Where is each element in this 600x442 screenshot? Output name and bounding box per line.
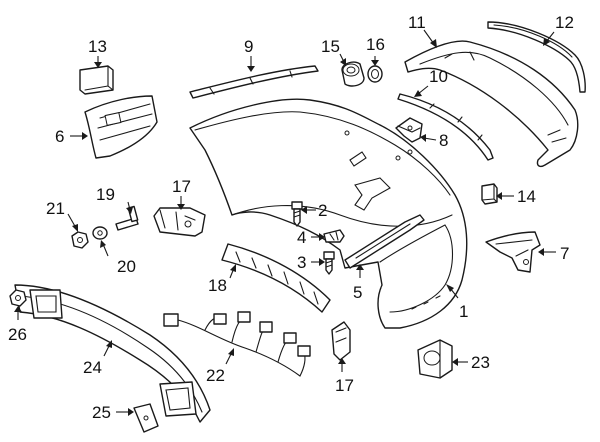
- part-4-clip: [323, 229, 345, 243]
- part-11-rear-diffuser: [404, 40, 579, 168]
- callout-layer: 1 2 3 4 5 6 7 8 9 10: [8, 13, 574, 422]
- callout-3: 3: [297, 253, 306, 272]
- part-17-left-bracket: [153, 207, 206, 237]
- callout-2: 2: [318, 201, 327, 220]
- part-6-panel: [84, 95, 158, 159]
- callout-26: 26: [8, 325, 27, 344]
- callout-1: 1: [459, 302, 468, 321]
- part-1-bumper-cover: [189, 98, 468, 329]
- callout-19: 19: [96, 185, 115, 204]
- part-20-washer: [92, 226, 108, 240]
- part-23-sensor-housing: [417, 339, 453, 379]
- part-9-upper-molding: [189, 65, 319, 99]
- callout-10: 10: [429, 67, 448, 86]
- part-10-chrome-trim-strip: [397, 93, 494, 161]
- callout-11: 11: [408, 13, 426, 32]
- part-2-screw: [291, 201, 303, 227]
- part-19-stud-bolt: [115, 205, 139, 231]
- callout-6: 6: [55, 127, 64, 146]
- callout-12: 12: [555, 13, 574, 32]
- callout-9: 9: [244, 37, 253, 56]
- part-17-lower-bracket: [331, 321, 351, 361]
- part-8-mounting-bracket: [395, 117, 423, 143]
- callout-4: 4: [297, 228, 306, 247]
- part-15-parking-sensor: [341, 61, 365, 87]
- part-5-guide-rail: [344, 214, 425, 269]
- callout-14: 14: [517, 187, 536, 206]
- callout-8: 8: [439, 131, 448, 150]
- part-7-side-bracket: [485, 231, 541, 273]
- callout-25: 25: [92, 403, 111, 422]
- part-21-nut: [71, 231, 89, 249]
- part-14-block: [481, 183, 498, 205]
- part-22-wiring-harness: [163, 311, 311, 377]
- callout-24: 24: [83, 358, 102, 377]
- callout-18: 18: [208, 276, 227, 295]
- callout-7: 7: [560, 244, 569, 263]
- callout-22: 22: [206, 366, 225, 385]
- callout-17-upper: 17: [172, 177, 191, 196]
- callout-13: 13: [88, 37, 107, 56]
- part-3-screw: [323, 251, 335, 275]
- part-26-nut: [9, 289, 27, 307]
- part-13-cover-cap: [79, 65, 114, 95]
- callout-21: 21: [46, 199, 65, 218]
- part-16-sensor-ring: [367, 65, 383, 83]
- callout-16: 16: [366, 35, 385, 54]
- callout-17-lower: 17: [335, 376, 354, 395]
- callout-23: 23: [471, 353, 490, 372]
- part-12-upper-trim-strip: [487, 21, 586, 93]
- part-24-reinforcement-bar: [14, 284, 211, 423]
- part-25-plate: [133, 403, 159, 433]
- callout-15: 15: [321, 37, 340, 56]
- callout-20: 20: [117, 257, 136, 276]
- callout-5: 5: [353, 283, 362, 302]
- part-18-energy-absorber: [221, 243, 331, 313]
